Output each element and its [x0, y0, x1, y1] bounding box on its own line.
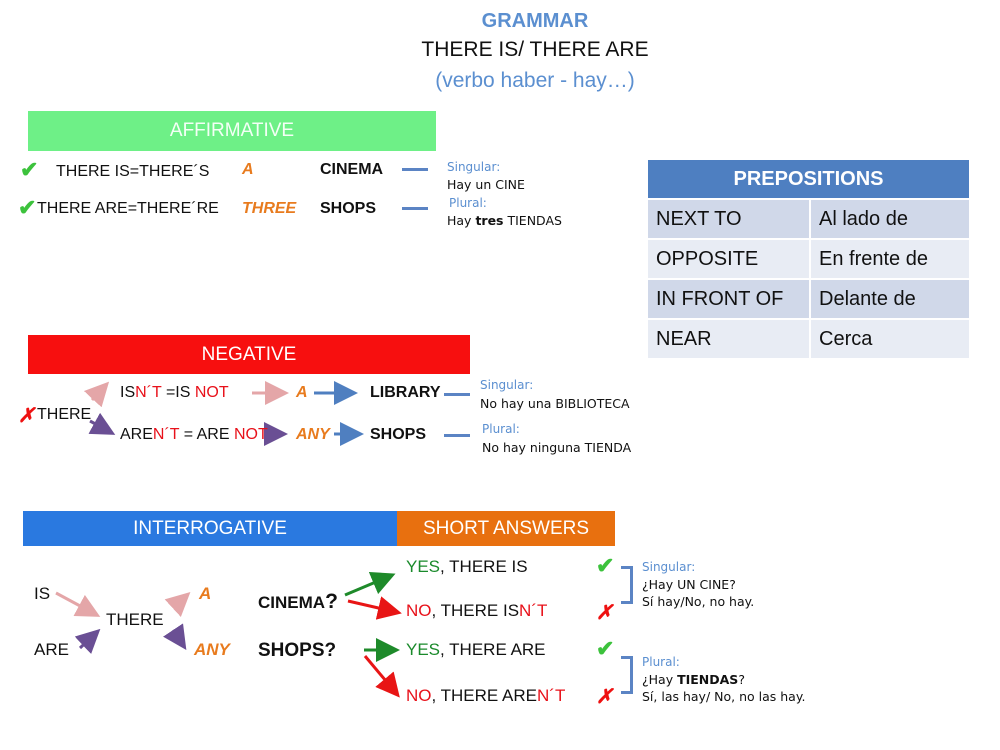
bracket	[621, 656, 633, 694]
preposition-es: Delante de	[811, 280, 969, 318]
affirmative-translation-singular: Hay un CINE	[447, 177, 525, 192]
question-subject: THERE	[106, 610, 164, 629]
affirmative-banner: AFFIRMATIVE	[28, 111, 436, 151]
preposition-en: IN FRONT OF	[648, 280, 811, 318]
answer-text: , THERE IS	[440, 557, 528, 576]
contraction: N´T	[537, 686, 566, 705]
verb: IS	[120, 384, 136, 401]
affirmative-determiner-plural: THREE	[242, 200, 297, 217]
negative-noun-plural: SHOPS	[370, 426, 427, 443]
question-noun-shops: SHOPS?	[258, 640, 337, 661]
check-icon: ✔	[596, 636, 615, 661]
negative-determiner-plural: ANY	[296, 426, 330, 443]
preposition-en: NEXT TO	[648, 200, 811, 238]
negative-subject: THERE	[37, 406, 92, 423]
answer-text: , THERE ARE	[431, 686, 538, 705]
question-determiner-any: ANY	[194, 640, 230, 659]
preposition-es: En frente de	[811, 240, 969, 278]
contraction: N´T	[135, 384, 162, 401]
answer-yes-singular: YES, THERE IS	[406, 557, 528, 577]
interrogative-banner: INTERROGATIVE	[23, 511, 397, 546]
yes-word: YES	[406, 557, 441, 576]
note-text: ?	[738, 672, 745, 687]
equals: =IS	[161, 384, 195, 401]
preposition-es: Al lado de	[811, 200, 969, 238]
singular-label: Singular:	[642, 560, 696, 574]
plural-label: Plural:	[642, 655, 680, 669]
answer-text: , THERE IS	[431, 601, 520, 620]
dash-connector	[402, 207, 428, 210]
preposition-en: OPPOSITE	[648, 240, 811, 278]
no-word: NO	[406, 601, 432, 620]
affirmative-noun-singular: CINEMA	[320, 161, 384, 178]
question-determiner-a: A	[199, 584, 212, 603]
short-answers-banner: SHORT ANSWERS	[397, 511, 615, 546]
affirmative-phrase-plural: THERE ARE=THERE´RE	[37, 200, 219, 217]
answer-yes-plural: YES, THERE ARE	[406, 640, 546, 660]
cross-icon: ✗	[596, 686, 613, 708]
cross-icon: ✗	[18, 405, 35, 427]
contraction: N´T	[152, 426, 180, 443]
answer-text: , THERE ARE	[440, 640, 546, 659]
not-word: NOT	[233, 426, 268, 443]
check-icon: ✔	[596, 553, 615, 578]
negative-phrase-plural: AREN´T = ARE NOT	[120, 426, 268, 444]
translation-bold: tres	[475, 213, 504, 228]
page-subtitle: THERE IS/ THERE ARE	[421, 38, 649, 61]
question-verb-are: ARE	[34, 640, 69, 659]
affirmative-determiner-singular: A	[242, 161, 254, 178]
dash-connector	[444, 434, 470, 437]
answer-no-singular: NO, THERE ISN´T	[406, 601, 547, 621]
preposition-es: Cerca	[811, 320, 969, 358]
preposition-en: NEAR	[648, 320, 811, 358]
note-question-plural: ¿Hay TIENDAS?	[642, 672, 745, 687]
noun: CINEMA	[258, 593, 326, 612]
note-answer-singular: Sí hay/No, no hay.	[642, 594, 755, 609]
no-word: NO	[406, 686, 432, 705]
not-word: NOT	[194, 384, 229, 401]
affirmative-noun-plural: SHOPS	[320, 200, 377, 217]
note-text: ¿Hay	[642, 672, 678, 687]
page-note: (verbo haber - hay…)	[435, 69, 635, 92]
page-title: GRAMMAR	[481, 10, 589, 32]
answer-no-plural: NO, THERE AREN´T	[406, 686, 565, 706]
check-icon: ✔	[20, 157, 39, 182]
cross-icon: ✗	[596, 602, 613, 624]
note-bold: TIENDAS	[677, 672, 739, 687]
affirmative-phrase-singular: THERE IS=THERE´S	[56, 163, 210, 180]
negative-translation-plural: No hay ninguna TIENDA	[482, 440, 632, 455]
note-answer-plural: Sí, las hay/ No, no las hay.	[642, 689, 806, 704]
affirmative-translation-plural: Hay tres TIENDAS	[447, 213, 562, 228]
translation-text: Hay	[447, 213, 476, 228]
dash-connector	[444, 393, 470, 396]
singular-label: Singular:	[447, 160, 501, 174]
note-question-singular: ¿Hay UN CINE?	[642, 577, 736, 592]
question-verb-is: IS	[34, 584, 51, 603]
negative-phrase-singular: ISN´T =IS NOT	[120, 384, 229, 402]
verb: ARE	[120, 426, 153, 443]
prepositions-header: PREPOSITIONS	[648, 160, 969, 198]
negative-banner: NEGATIVE	[28, 335, 470, 374]
negative-noun-singular: LIBRARY	[370, 384, 441, 401]
negative-translation-singular: No hay una BIBLIOTECA	[480, 396, 630, 411]
note-text: ¿Hay UN CINE?	[642, 577, 736, 592]
question-mark: ?	[325, 590, 338, 613]
contraction: N´T	[519, 601, 548, 620]
bracket	[621, 566, 633, 604]
singular-label: Singular:	[480, 378, 534, 392]
equals: = ARE	[179, 426, 234, 443]
plural-label: Plural:	[482, 422, 520, 436]
plural-label: Plural:	[449, 196, 487, 210]
check-icon: ✔	[18, 195, 37, 220]
yes-word: YES	[406, 640, 441, 659]
question-noun-cinema: CINEMA?	[258, 590, 338, 614]
dash-connector	[402, 168, 428, 171]
translation-text: TIENDAS	[503, 213, 562, 228]
negative-determiner-singular: A	[296, 384, 308, 401]
